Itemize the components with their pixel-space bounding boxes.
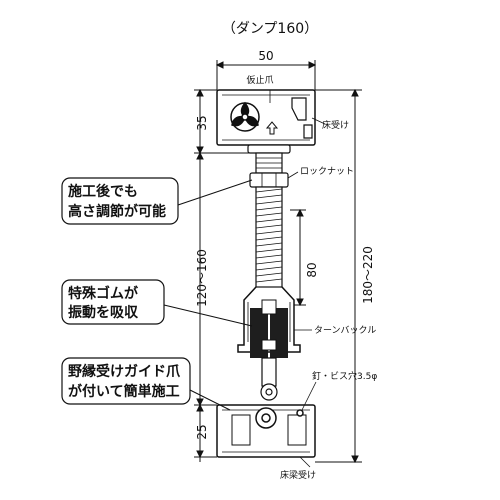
callout-rubber: 特殊ゴムが 振動を吸収 (61, 279, 165, 325)
lock-nut (249, 172, 289, 188)
width-dimension-label: 50 (258, 49, 273, 63)
total-range-label: 180～220 (361, 246, 375, 304)
callout-guide-leader (189, 389, 231, 411)
lock-nut-label: ロックナット (300, 166, 354, 177)
callout-guide-line1: 野縁受けガイド爪 (68, 363, 181, 380)
up-arrow-icon (265, 121, 279, 135)
floor-support-top-label: 床受け (322, 119, 349, 131)
lower-rod (260, 357, 278, 401)
bottom-height-label: 25 (195, 424, 209, 439)
callout-adjustable-line2: 高さ調節が可能 (68, 203, 166, 220)
adjust-range-label: 120～160 (195, 249, 209, 307)
callout-adjustable-leader (177, 179, 253, 206)
floor-support-bottom-label: 床梁受け (280, 469, 316, 481)
turnbuckle-label: ターンバックル (314, 325, 376, 336)
turnbuckle-frame (237, 286, 301, 353)
rubber-damper (250, 299, 288, 358)
rod-threads (255, 188, 283, 283)
floor-support-bottom-leader (299, 456, 311, 468)
lock-nut-leader (287, 171, 299, 179)
callout-rubber-line1: 特殊ゴムが (68, 285, 139, 302)
top-bracket-hole (230, 101, 260, 132)
screw-hole-label: 釘・ビス穴3.5φ (312, 370, 377, 382)
callout-guide-line2: が付いて簡単施工 (68, 383, 180, 400)
bottom-bracket (216, 404, 316, 458)
callout-rubber-leader (163, 304, 253, 327)
callout-adjustable: 施工後でも 高さ調節が可能 (61, 177, 179, 225)
top-height-label: 35 (195, 115, 209, 130)
floor-support-top-leader (311, 117, 326, 125)
spring-length-dimension (290, 208, 306, 307)
central-bolt (247, 144, 291, 288)
diagram-title: （ダンプ160） (222, 21, 318, 37)
callout-guide: 野縁受けガイド爪 が付いて簡単施工 (61, 357, 191, 405)
screw-hole-leader (301, 381, 317, 411)
spring-length-label: 80 (305, 262, 319, 277)
callout-rubber-line2: 振動を吸収 (68, 304, 139, 321)
temporary-claw-label: 仮止爪 (246, 74, 273, 86)
width-dimension (215, 60, 317, 90)
callout-adjustable-line1: 施工後でも (68, 183, 138, 200)
screw-hole (296, 409, 304, 417)
threaded-rod (255, 186, 283, 288)
left-dimensions (194, 88, 256, 462)
total-range-dimension (315, 88, 362, 464)
